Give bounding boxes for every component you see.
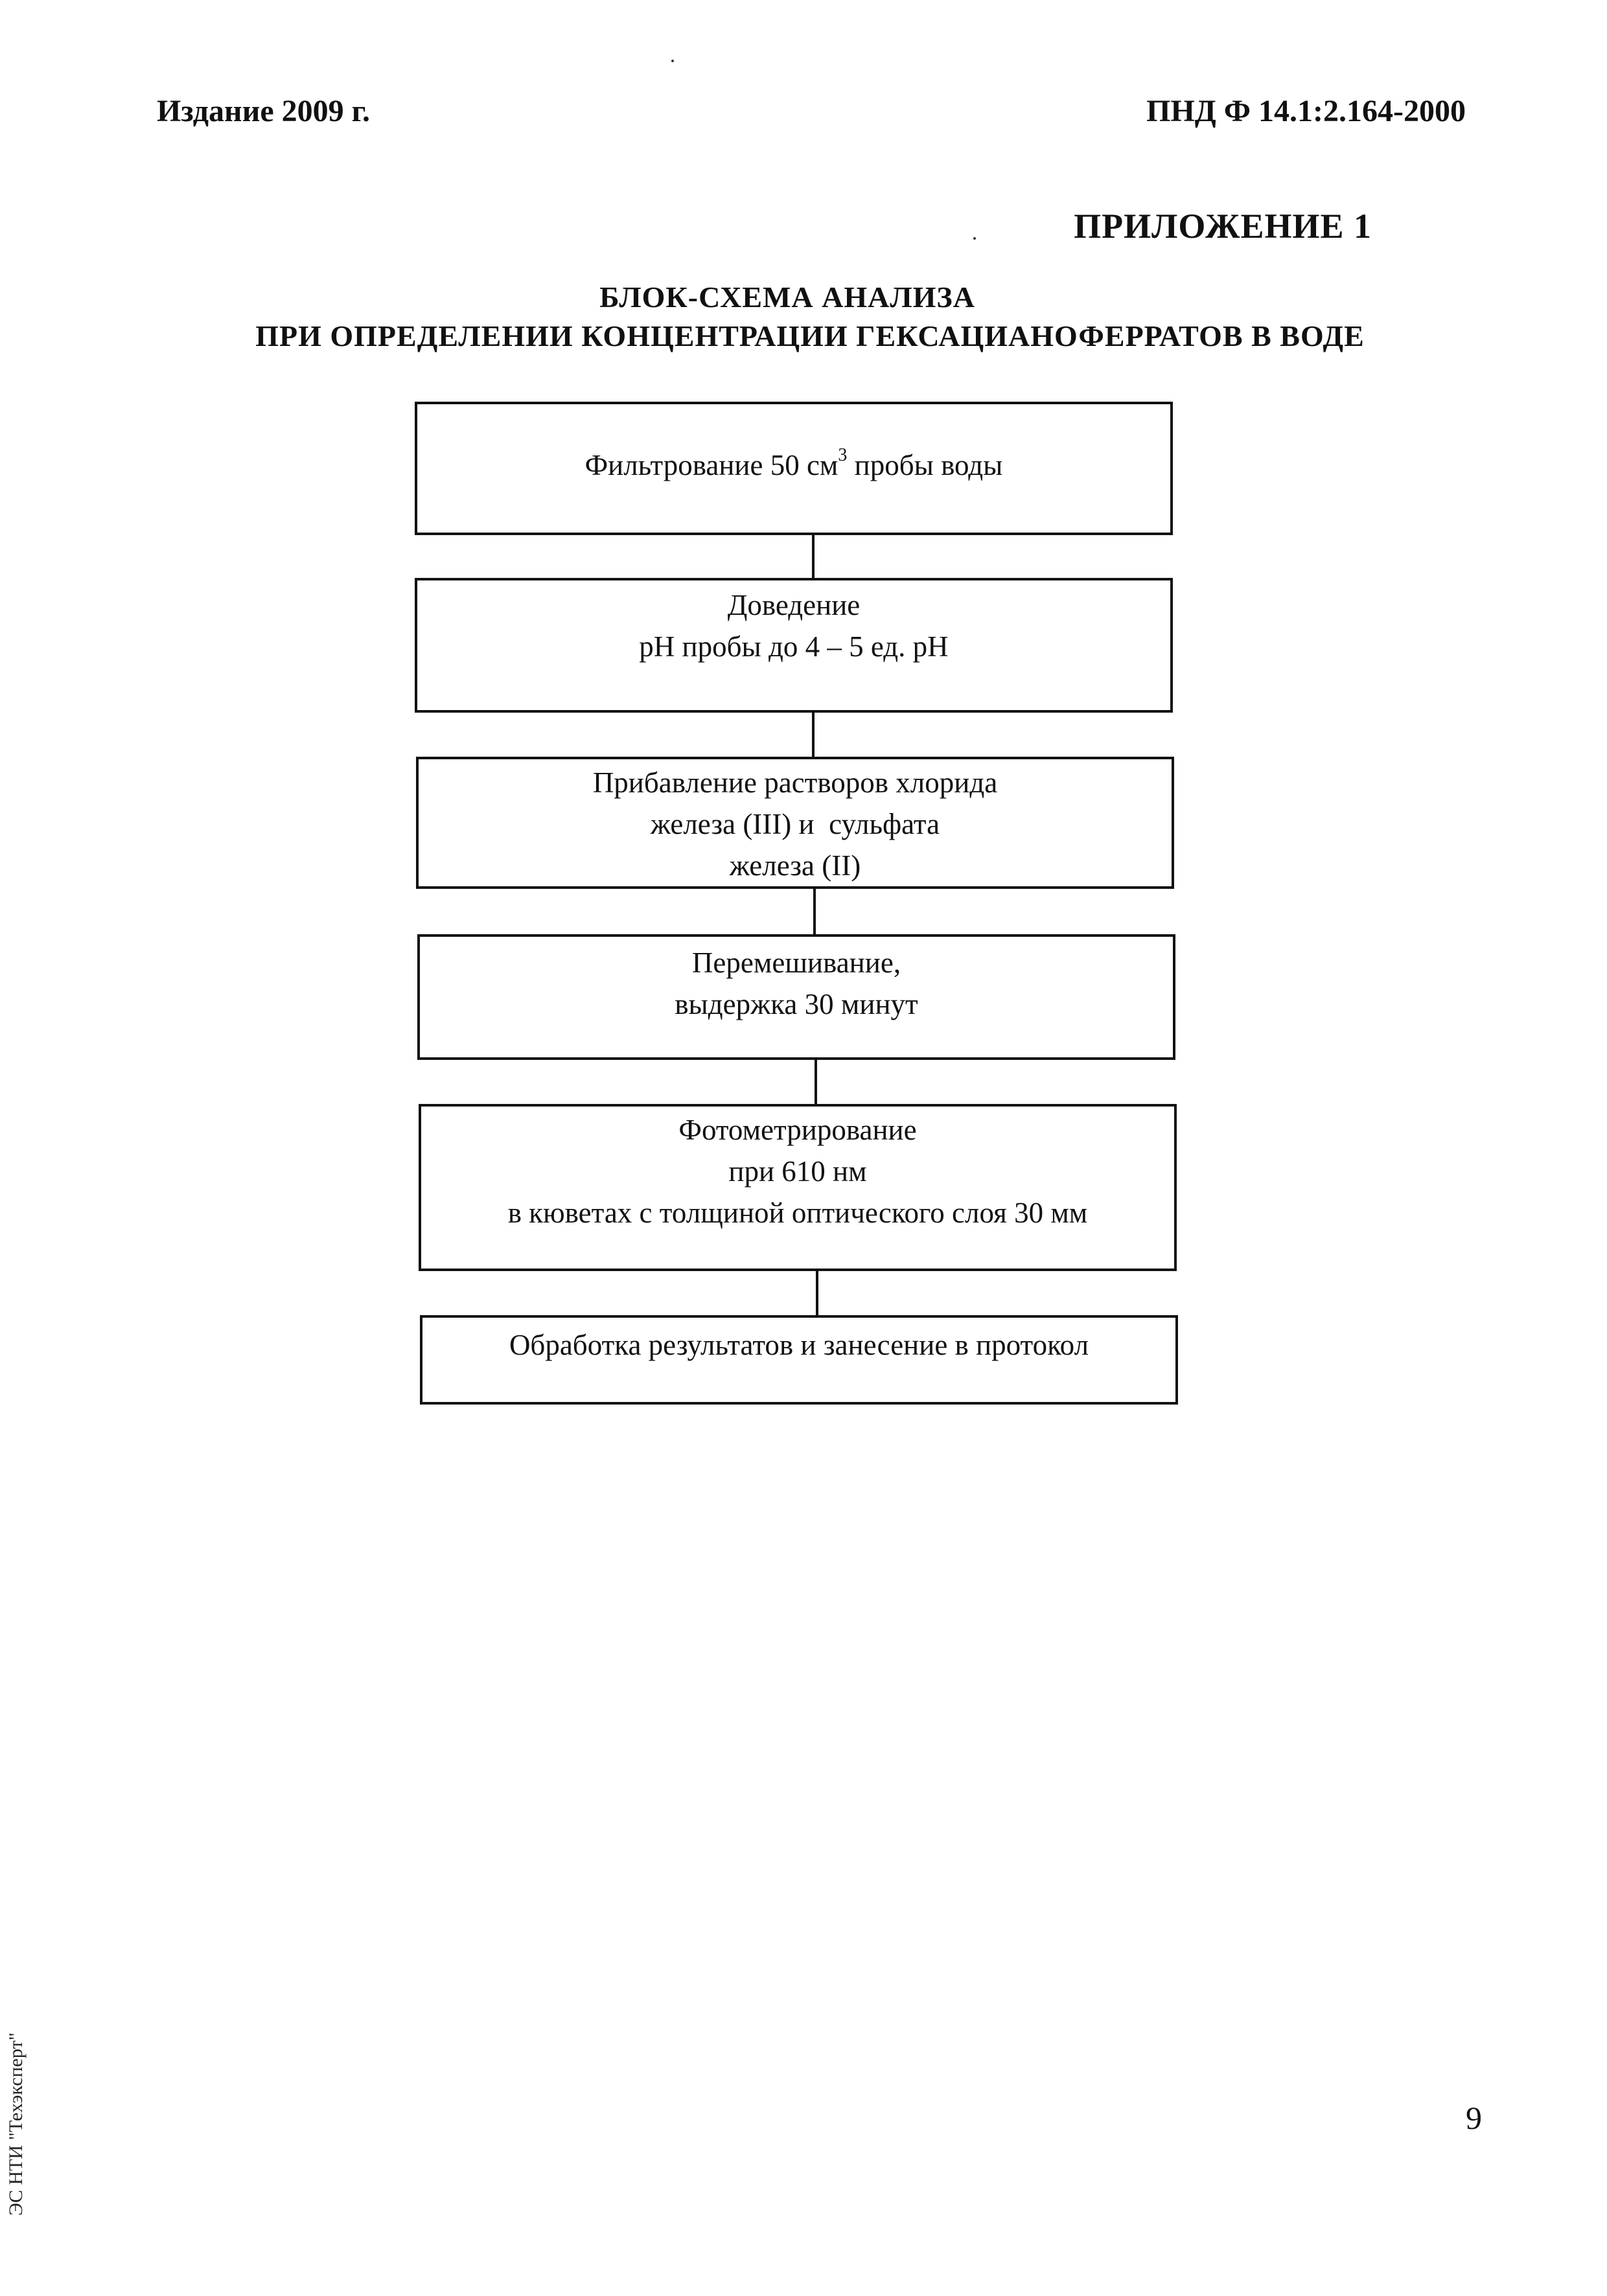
step-mixing-line: Перемешивание,: [691, 947, 901, 979]
step-results-box: Обработка результатов и занесение в прот…: [420, 1315, 1178, 1405]
document-code: ПНД Ф 14.1:2.164-2000: [1146, 94, 1466, 128]
step-mixing-line: выдержка 30 минут: [675, 988, 918, 1020]
side-stamp: ЭС НТИ "Техэксперт": [5, 2032, 27, 2216]
step-reagent-addition-line: железа (II): [729, 849, 861, 882]
scan-speck: [671, 60, 674, 62]
step-filtration-box: Фильтрование 50 см3 пробы воды: [415, 402, 1173, 535]
step-reagent-addition-box: Прибавление растворов хлорида железа (II…: [416, 757, 1174, 889]
step-filtration-text-start: Фильтрование 50 см: [584, 449, 838, 481]
page-number: 9: [1466, 2100, 1482, 2136]
step-results-line: Обработка результатов и занесение в прот…: [509, 1329, 1089, 1361]
step-photometry-line: в кюветах с толщиной оптического слоя 30…: [507, 1197, 1088, 1229]
step-mixing-box: Перемешивание, выдержка 30 минут: [417, 934, 1175, 1060]
step-reagent-addition-line: железа (III) и сульфата: [650, 808, 940, 840]
appendix-label: ПРИЛОЖЕНИЕ 1: [1074, 207, 1372, 246]
cubic-superscript: 3: [838, 445, 848, 465]
connector-line: [812, 713, 815, 757]
connector-line: [815, 1060, 817, 1104]
diagram-title-line-2: ПРИ ОПРЕДЕЛЕНИИ КОНЦЕНТРАЦИИ ГЕКСАЦИАНОФ…: [255, 319, 1365, 352]
step-ph-adjust-line: рН пробы до 4 – 5 ед. рН: [639, 630, 949, 663]
connector-line: [812, 535, 815, 578]
step-photometry-line: Фотометрирование: [678, 1114, 917, 1146]
step-photometry-line: при 610 нм: [728, 1155, 867, 1188]
step-photometry-box: Фотометрирование при 610 нм в кюветах с …: [419, 1104, 1177, 1271]
step-filtration-text: Фильтрование 50 см3 пробы воды: [585, 444, 1003, 486]
connector-line: [813, 889, 816, 934]
connector-line: [816, 1271, 818, 1315]
scan-speck: [973, 237, 976, 240]
edition-label: Издание 2009 г.: [157, 94, 371, 128]
diagram-title-line-1: БЛОК-СХЕМА АНАЛИЗА: [599, 281, 975, 314]
step-ph-adjust-line: Доведение: [727, 589, 861, 621]
step-ph-adjust-box: Доведение рН пробы до 4 – 5 ед. рН: [415, 578, 1173, 713]
step-reagent-addition-line: Прибавление растворов хлорида: [592, 766, 998, 799]
step-filtration-text-end: пробы воды: [847, 449, 1003, 481]
